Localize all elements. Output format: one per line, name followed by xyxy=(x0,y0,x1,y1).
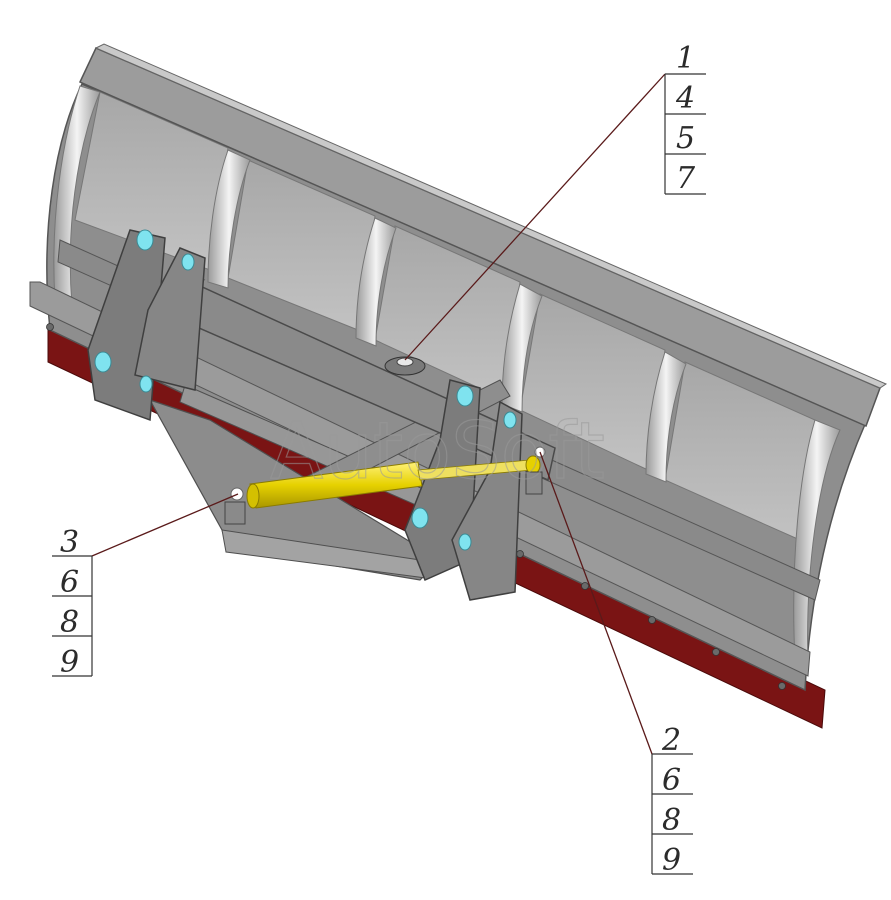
central-pivot-pin-head xyxy=(396,357,414,367)
pin-right-top xyxy=(456,385,474,407)
callout-label: 8 xyxy=(60,605,79,640)
pin-right-inner-top xyxy=(503,411,517,429)
callout-label: 7 xyxy=(676,161,696,196)
top-rail-face xyxy=(94,43,888,389)
bolt xyxy=(581,582,589,590)
callout-label: 3 xyxy=(60,525,79,560)
cylinder-bracket-front xyxy=(525,471,543,495)
callout-label: 5 xyxy=(676,121,695,156)
callout-group-left: 3 6 8 9 xyxy=(52,525,93,680)
callout-label: 8 xyxy=(662,803,681,838)
callout-group-top-right: 1 4 5 7 xyxy=(664,41,706,196)
pin-left-inner-top xyxy=(181,253,195,271)
callout-label: 4 xyxy=(675,81,695,116)
blade-rib xyxy=(207,149,251,289)
leader-line-1 xyxy=(404,73,666,361)
pin-right-inner-bottom xyxy=(458,533,472,551)
bolt xyxy=(516,550,524,558)
callout-group-bottom-right: 2 6 8 9 xyxy=(651,723,693,878)
bolt xyxy=(712,648,720,656)
callout-label: 6 xyxy=(60,565,79,600)
pin-right-bottom xyxy=(411,507,429,529)
watermark-text: AutoSoft xyxy=(270,407,605,497)
callout-label: 6 xyxy=(662,763,681,798)
moldboard-panels xyxy=(74,91,816,541)
leader-line-2 xyxy=(539,451,653,755)
blade-rib xyxy=(645,351,687,483)
pin-left-top xyxy=(136,229,154,251)
callout-label: 9 xyxy=(60,645,79,680)
cylinder-end-cap xyxy=(246,483,260,509)
callout-label: 2 xyxy=(661,723,681,758)
pin-left-bottom xyxy=(94,351,112,373)
callout-label: 9 xyxy=(662,843,681,878)
leader-line-3 xyxy=(91,493,239,557)
hydraulic-cylinder xyxy=(224,446,546,525)
blade-rib xyxy=(355,217,397,347)
left-mount-plate-inner xyxy=(134,247,206,391)
callout-label: 1 xyxy=(676,41,695,76)
bolt xyxy=(648,616,656,624)
bolt xyxy=(46,323,54,331)
pin-left-inner-bottom xyxy=(139,375,153,393)
leader-lines xyxy=(91,73,666,755)
bolt xyxy=(778,682,786,690)
cylinder-bracket-rear xyxy=(224,501,246,525)
